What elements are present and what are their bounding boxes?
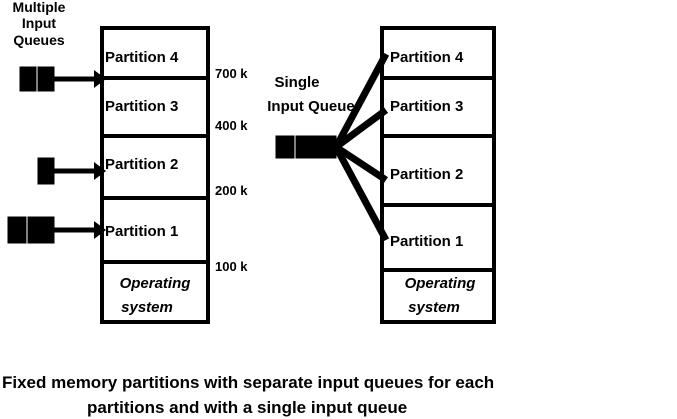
left-memory-outline xyxy=(100,26,210,324)
queue-p1-job-1 xyxy=(7,216,27,244)
queue-p2-job-1 xyxy=(37,157,55,185)
right-partition-4-label: Partition 4 xyxy=(390,49,464,66)
single-queue-job-1 xyxy=(275,135,295,159)
single-queue-fan-p4 xyxy=(332,52,390,149)
queue-p4-job-2 xyxy=(37,66,55,92)
queue-p4-arrowhead xyxy=(94,70,106,88)
left-heading-line-2: Input xyxy=(21,15,57,31)
queue-p2-arrowhead xyxy=(94,162,106,180)
left-heading-line-3: Queues xyxy=(13,32,65,48)
memory-mark-400k: 400 k xyxy=(215,118,248,133)
right-heading-line-1: Single xyxy=(274,74,320,91)
memory-mark-200k: 200 k xyxy=(215,183,248,198)
single-queue-fan-p3 xyxy=(333,107,389,150)
caption-line-2: partitions and with a single input queue xyxy=(87,398,408,417)
left-partition-1-label: Partition 1 xyxy=(105,223,179,240)
left-partition-3-label: Partition 3 xyxy=(105,98,179,115)
single-input-queue xyxy=(275,52,390,242)
left-queues xyxy=(7,66,106,244)
queue-p4-job-1 xyxy=(19,66,37,92)
left-heading-line-1: Multiple xyxy=(12,0,66,15)
right-partition-1-label: Partition 1 xyxy=(390,233,464,250)
right-heading-line-2: Input Queue xyxy=(267,98,355,115)
single-queue-job-2 xyxy=(295,135,337,159)
queue-p1-job-2 xyxy=(27,216,55,244)
right-os-label-line-1: Operating xyxy=(404,275,476,292)
caption-line-1: Fixed memory partitions with separate in… xyxy=(2,373,495,392)
memory-mark-100k: 100 k xyxy=(215,259,248,274)
left-os-label-line-1: Operating xyxy=(119,275,191,292)
right-os-label-line-2: system xyxy=(408,299,460,316)
right-partition-3-label: Partition 3 xyxy=(390,98,464,115)
right-partition-2-label: Partition 2 xyxy=(390,166,464,183)
memory-mark-700k: 700 k xyxy=(215,66,248,81)
single-queue-fan-p2 xyxy=(334,144,388,183)
queue-p1-arrowhead xyxy=(94,221,106,239)
left-os-label-line-2: system xyxy=(121,299,173,316)
left-memory-column xyxy=(100,26,210,324)
left-partition-4-label: Partition 4 xyxy=(105,49,179,66)
single-queue-fan-p1 xyxy=(332,145,390,242)
left-partition-2-label: Partition 2 xyxy=(105,156,179,173)
